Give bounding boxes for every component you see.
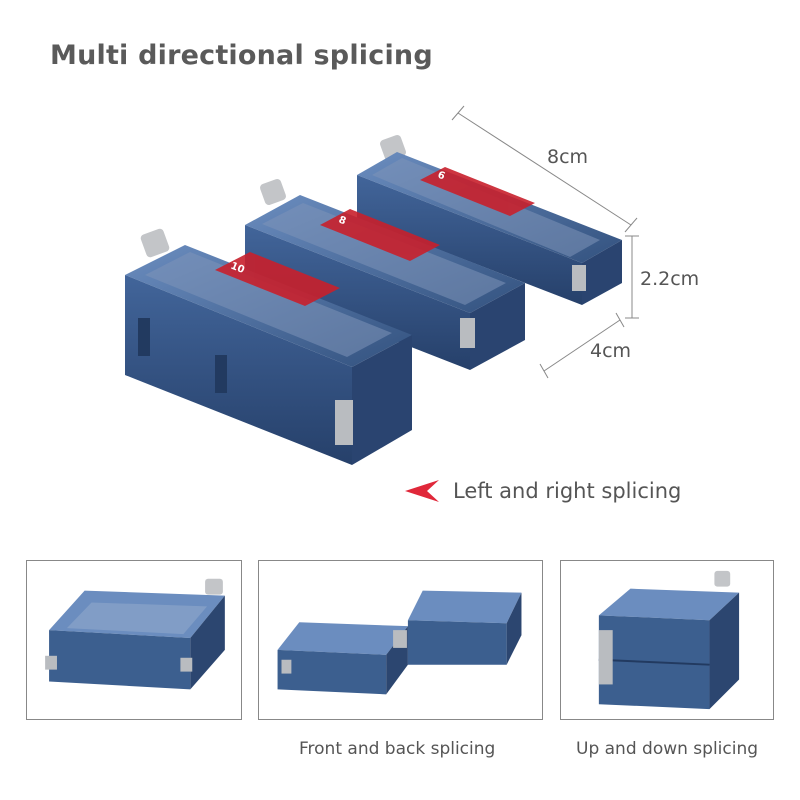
stacked-boxes-image [598,570,740,710]
red-arrow-icon [405,480,439,502]
height-dimension-label: 2.2cm [640,268,700,290]
front-back-boxes-image [277,590,522,695]
length-dimension-label: 8cm [547,146,589,168]
left-right-splicing-callout: Left and right splicing [405,479,681,503]
box-front [125,228,412,465]
up-down-caption: Up and down splicing [576,739,759,759]
callout-label: Left and right splicing [453,479,682,503]
width-dimension-label: 4cm [590,340,632,362]
box-middle [245,179,525,370]
page-title: Multi directional splicing [50,40,433,71]
front-back-caption: Front and back splicing [299,739,496,759]
single-box-panel [26,560,242,720]
box-back-size-label: 6 [436,170,447,183]
up-down-panel [560,560,774,720]
three-boxes-illustration: 10 8 6 [125,105,639,465]
box-middle-size-label: 8 [337,215,348,228]
box-front-size-label: 10 [229,261,246,276]
single-open-box-image [45,578,225,690]
front-back-panel [258,560,543,720]
